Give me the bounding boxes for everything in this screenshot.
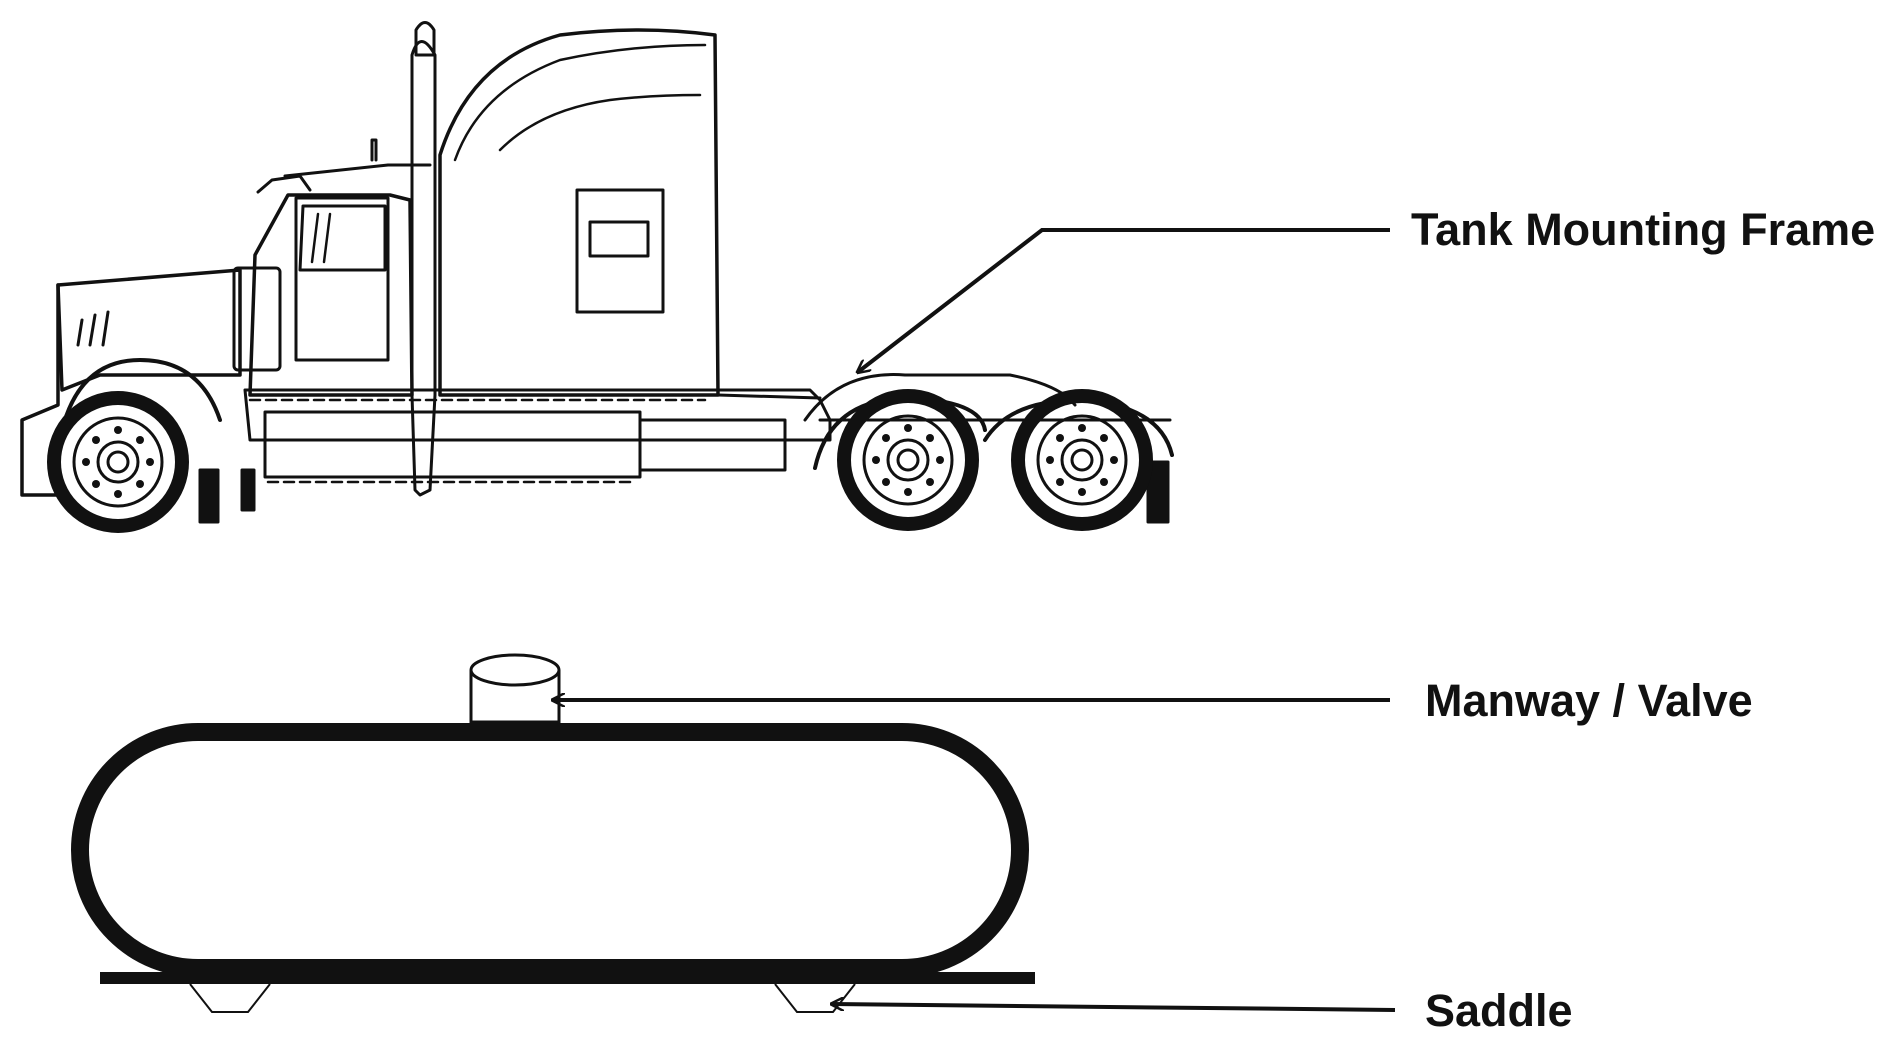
front-fender — [60, 358, 222, 432]
label-manway-valve: Manway / Valve — [1425, 675, 1753, 726]
cab-window — [298, 204, 387, 272]
truck-wheels — [47, 389, 1153, 533]
tank-body — [71, 723, 1029, 977]
manway-valve — [469, 653, 561, 724]
truck-cab — [248, 193, 414, 397]
fuel-tank — [263, 410, 642, 479]
leader-saddle — [832, 1004, 1396, 1012]
rear-wheel-2 — [1011, 389, 1153, 531]
cab-door — [294, 196, 390, 362]
truck-hood — [56, 268, 242, 392]
rear-wheel-1 — [837, 389, 979, 531]
front-wheel — [47, 391, 189, 533]
truck-frame-rail — [243, 388, 832, 442]
leader-tank-mounting-frame — [858, 228, 1390, 372]
tank-base-plate — [100, 972, 1035, 984]
leader-lines — [553, 228, 1396, 1012]
sleeper-window — [575, 188, 665, 314]
exhaust-stack — [410, 40, 437, 497]
label-saddle: Saddle — [1425, 985, 1573, 1036]
truck-sleeper — [438, 28, 720, 397]
rear-frame — [716, 393, 822, 400]
tank-illustration — [71, 653, 1035, 1013]
saddle-supports — [189, 983, 856, 1013]
label-tank-mounting-frame: Tank Mounting Frame — [1411, 204, 1876, 255]
truck-illustration — [20, 21, 1174, 524]
